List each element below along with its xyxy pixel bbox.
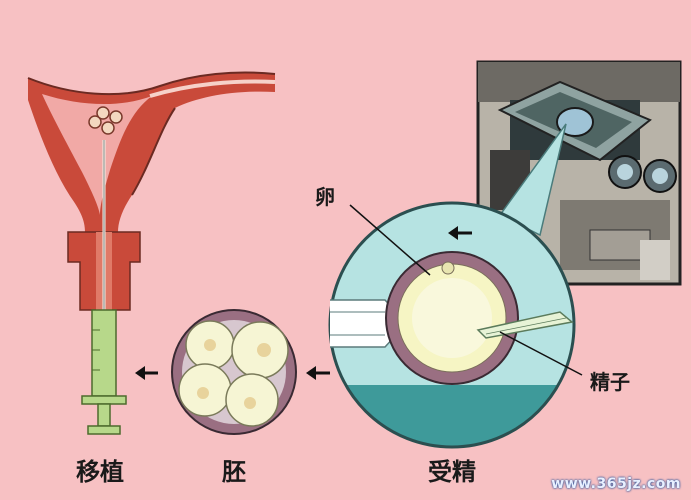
sperm-leader-line [499, 331, 583, 376]
egg-leader-line [349, 204, 431, 276]
arrow-left-icon [306, 366, 330, 380]
fertilization-label: 受精 [428, 458, 476, 486]
arrow-left-icon [135, 366, 158, 380]
embryo-illustration [171, 309, 297, 435]
uterus-illustration [27, 71, 276, 311]
egg-label: 卵 [315, 185, 335, 209]
injection-needle [476, 311, 574, 339]
watermark: www.365jz.com [551, 476, 681, 492]
egg-cell [385, 251, 519, 385]
sperm-label: 精子 [590, 370, 630, 394]
fertilization-dish [328, 201, 576, 449]
arrow-left-icon [448, 226, 472, 240]
embryo-label: 胚 [222, 458, 246, 486]
microscope-photo [476, 60, 682, 286]
syringe-illustration [81, 140, 127, 435]
transfer-label: 移植 [76, 458, 124, 486]
